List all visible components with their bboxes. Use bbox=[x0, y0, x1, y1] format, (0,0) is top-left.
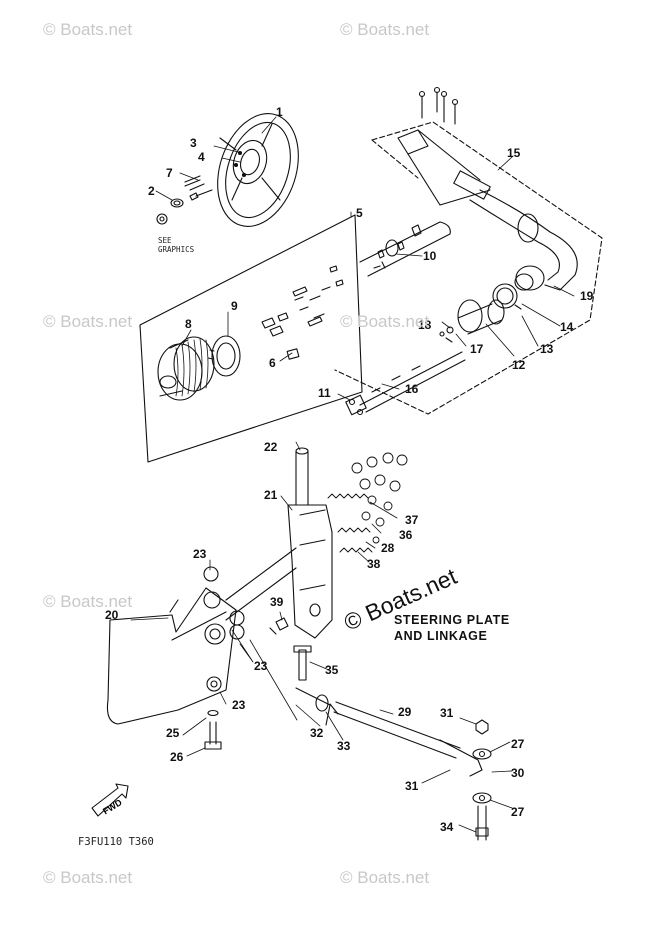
callout-4: 4 bbox=[198, 150, 205, 164]
callout-19: 19 bbox=[580, 289, 594, 303]
callout-27-upper: 27 bbox=[511, 737, 525, 751]
watermark: © Boats.net bbox=[43, 592, 133, 611]
callout-8: 8 bbox=[185, 317, 192, 331]
figure-code: F3FU110 T360 bbox=[78, 836, 154, 848]
callout-11: 11 bbox=[318, 386, 331, 400]
callout-13: 13 bbox=[540, 342, 554, 356]
steering-plate-tower bbox=[225, 447, 333, 639]
callout-18: 18 bbox=[418, 318, 432, 332]
callout-33: 33 bbox=[337, 739, 351, 753]
watermark: © Boats.net bbox=[43, 312, 133, 331]
callout-14: 14 bbox=[560, 320, 574, 334]
callout-22: 22 bbox=[264, 440, 278, 454]
helm-cable-region bbox=[334, 86, 603, 415]
steering-shaft bbox=[359, 221, 451, 277]
callout-12: 12 bbox=[512, 358, 526, 372]
diagram-title-line-2: AND LINKAGE bbox=[394, 629, 488, 643]
callout-23-top: 23 bbox=[193, 547, 207, 561]
callout-34: 34 bbox=[440, 820, 454, 834]
callout-31-lower: 31 bbox=[405, 779, 419, 793]
callout-15: 15 bbox=[507, 146, 521, 160]
callout-25: 25 bbox=[166, 726, 180, 740]
helm-assembly-box bbox=[139, 214, 363, 463]
callout-29: 29 bbox=[398, 705, 412, 719]
callout-38: 38 bbox=[367, 557, 381, 571]
callout-9: 9 bbox=[231, 299, 238, 313]
callout-28: 28 bbox=[381, 541, 395, 555]
callout-3: 3 bbox=[190, 136, 197, 150]
watermark: © Boats.net bbox=[340, 20, 430, 39]
callout-21: 21 bbox=[264, 488, 278, 502]
diagram-title-line-1: STEERING PLATE bbox=[394, 613, 510, 627]
callout-10: 10 bbox=[423, 249, 437, 263]
watermark: © Boats.net bbox=[43, 20, 133, 39]
see-graphics-note: SEE GRAPHICS bbox=[158, 236, 194, 254]
callout-23-bottom: 23 bbox=[232, 698, 246, 712]
callout-16: 16 bbox=[405, 382, 419, 396]
cable-bellows bbox=[439, 283, 522, 343]
callout-36: 36 bbox=[399, 528, 413, 542]
steering-plate bbox=[106, 566, 245, 725]
watermark: © Boats.net bbox=[43, 868, 133, 887]
spring-stack bbox=[327, 452, 408, 553]
watermark: © Boats.net bbox=[340, 868, 430, 887]
callout-7: 7 bbox=[166, 166, 173, 180]
callout-2: 2 bbox=[148, 184, 155, 198]
wheel-hub-fasteners bbox=[156, 175, 213, 225]
callout-31-upper: 31 bbox=[440, 706, 454, 720]
callout-23-middle: 23 bbox=[254, 659, 268, 673]
see-graphics-line-1: SEE bbox=[158, 236, 172, 245]
callout-1: 1 bbox=[276, 105, 283, 119]
callout-17: 17 bbox=[470, 342, 484, 356]
callout-39: 39 bbox=[270, 595, 284, 609]
callout-20: 20 bbox=[105, 608, 119, 622]
leader-lines bbox=[130, 116, 575, 833]
fasteners-lower bbox=[204, 617, 331, 750]
callout-27-lower: 27 bbox=[511, 805, 525, 819]
callout-30: 30 bbox=[511, 766, 525, 780]
callout-37: 37 bbox=[405, 513, 419, 527]
callout-6: 6 bbox=[269, 356, 276, 370]
link-rod bbox=[329, 701, 492, 841]
callout-32: 32 bbox=[310, 726, 324, 740]
watermark: © Boats.net bbox=[340, 312, 430, 331]
fwd-direction-badge bbox=[91, 783, 129, 817]
callout-5: 5 bbox=[356, 206, 363, 220]
callout-26: 26 bbox=[170, 750, 184, 764]
see-graphics-line-2: GRAPHICS bbox=[158, 245, 195, 254]
diagram-title: STEERING PLATE AND LINKAGE bbox=[394, 612, 510, 644]
push-pull-cable-end bbox=[345, 351, 466, 416]
callout-35: 35 bbox=[325, 663, 339, 677]
steering-wheel bbox=[217, 113, 299, 227]
